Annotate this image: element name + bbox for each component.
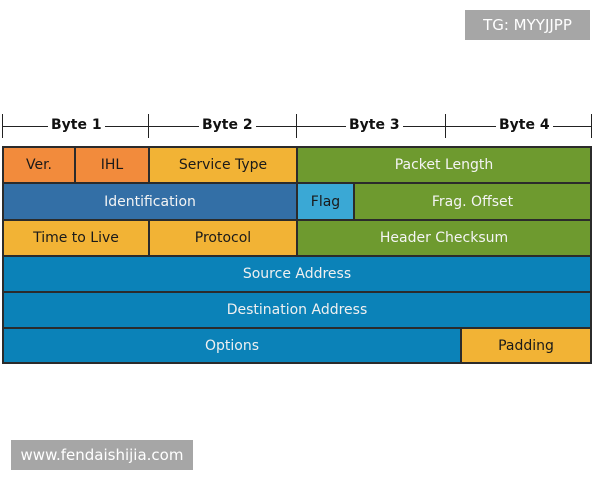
field-protocol: Protocol [149,220,297,256]
byte-4-label: Byte 4 [496,117,553,133]
field-flag: Flag [297,183,354,220]
watermark-bottom: www.fendaishijia.com [11,440,193,470]
field-source-address: Source Address [3,256,591,292]
byte-tick [2,114,3,138]
field-frag-offset: Frag. Offset [354,183,591,220]
byte-scale-line [2,126,592,127]
field-version: Ver. [3,147,75,183]
byte-tick [445,114,446,138]
field-destination-address: Destination Address [3,292,591,328]
byte-tick [148,114,149,138]
byte-tick [296,114,297,138]
field-ihl: IHL [75,147,149,183]
field-options: Options [3,328,461,363]
field-padding: Padding [461,328,591,363]
byte-tick [591,114,592,138]
field-identification: Identification [3,183,297,220]
byte-scale: Byte 1 Byte 2 Byte 3 Byte 4 [0,110,600,142]
byte-2-label: Byte 2 [199,117,256,133]
byte-1-label: Byte 1 [48,117,105,133]
field-service-type: Service Type [149,147,297,183]
field-packet-length: Packet Length [297,147,591,183]
ip-header-diagram: Ver. IHL Service Type Packet Length Iden… [2,146,592,364]
field-header-checksum: Header Checksum [297,220,591,256]
field-time-to-live: Time to Live [3,220,149,256]
watermark-top: TG: MYYJJPP [465,10,590,40]
byte-3-label: Byte 3 [346,117,403,133]
